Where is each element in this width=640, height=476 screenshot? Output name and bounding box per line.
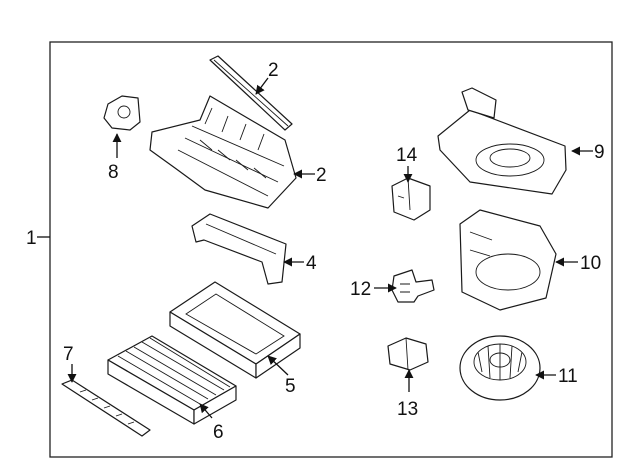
part-3-seal-strip (209, 55, 293, 131)
part-14-sensor (391, 177, 431, 221)
callout-14: 14 (396, 145, 418, 166)
part-2-evaporator-housing (149, 95, 297, 209)
callout-1: 1 (26, 228, 37, 249)
part-13-control-module (387, 337, 429, 371)
callout-5: 5 (285, 376, 296, 397)
callout-2: 2 (316, 165, 327, 186)
callout-12: 12 (350, 279, 371, 300)
callout-7: 7 (63, 344, 74, 365)
callout-4: 4 (306, 253, 317, 274)
callout-9: 9 (594, 142, 605, 163)
leader-6 (199, 403, 213, 419)
callout-11: 11 (558, 366, 578, 387)
part-11-blower-motor (459, 335, 541, 401)
assembly-frame (49, 41, 613, 458)
callout-3: 2 (268, 60, 279, 81)
part-8-actuator (103, 95, 141, 131)
part-12-blower-resistor (391, 269, 435, 303)
callout-13: 13 (397, 399, 418, 420)
part-6-cabin-air-filter (107, 335, 237, 425)
leader-5 (267, 355, 289, 376)
part-5-filter-housing (169, 281, 301, 379)
part-9-blower-upper-case (437, 87, 567, 195)
callout-8: 8 (108, 162, 119, 183)
callout-6: 6 (213, 422, 224, 443)
leader-3 (255, 77, 269, 95)
callout-10: 10 (580, 253, 601, 274)
part-10-blower-lower-case (459, 209, 557, 311)
part-4-duct (191, 213, 287, 285)
